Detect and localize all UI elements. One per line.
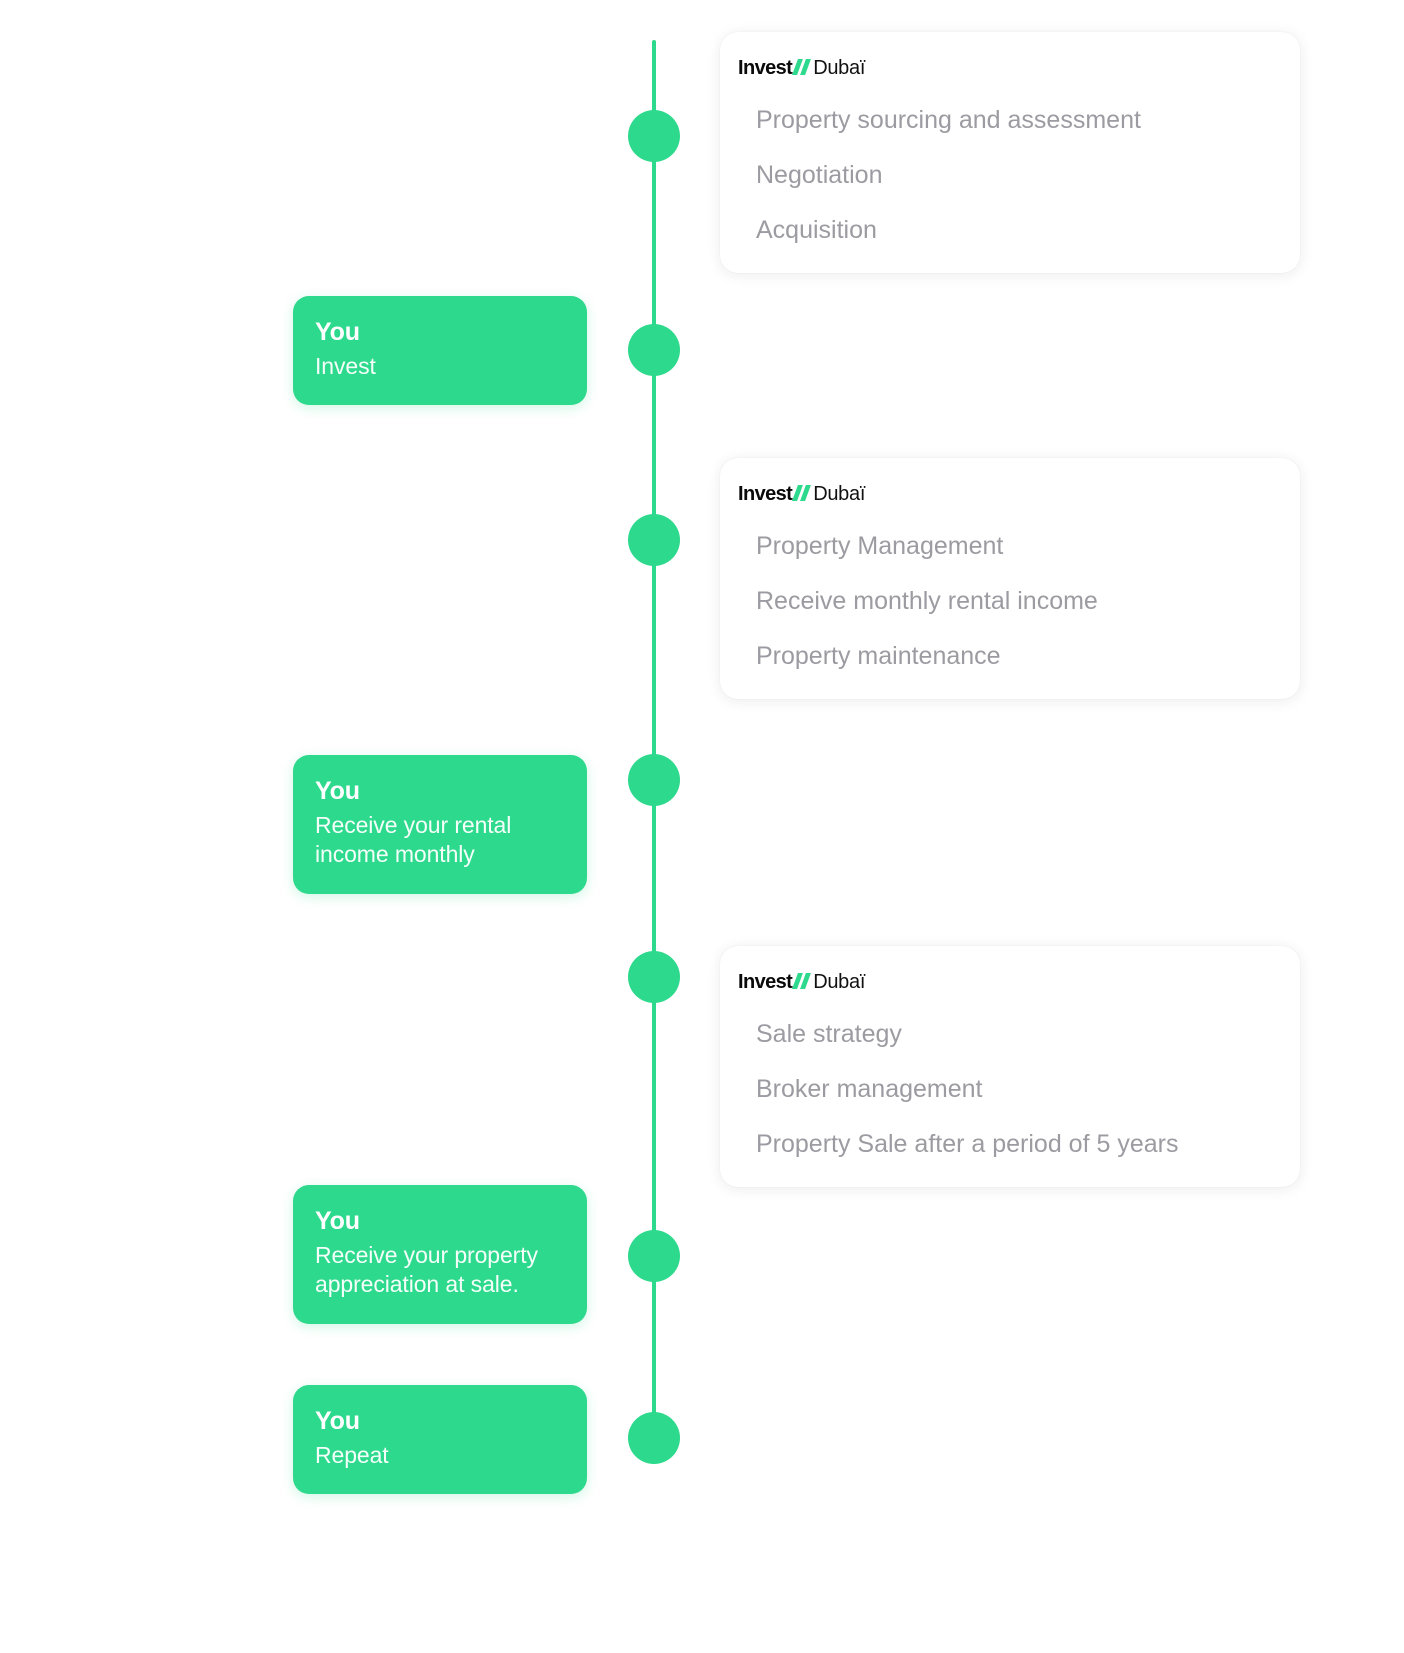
you-step-repeat[interactable]: You Repeat: [293, 1385, 587, 1495]
you-step-title: You: [315, 318, 360, 346]
card-body: Sale strategy Broker management Property…: [720, 1022, 1300, 1157]
brand-logo: Invest Dubaï: [720, 58, 1300, 78]
card-line: Negotiation: [756, 161, 883, 189]
you-step-description: Receive your property appreciation at sa…: [315, 1241, 538, 1298]
timeline-node-3: [628, 514, 680, 566]
brand-logo-bold-text: Invest: [738, 57, 793, 79]
you-step-rental-income[interactable]: You Receive your rental income monthly: [293, 755, 587, 894]
card-line: Sale strategy: [756, 1020, 902, 1048]
brand-logo-light-text: Dubaï: [813, 57, 866, 79]
timeline-node-2: [628, 324, 680, 376]
you-step-appreciation[interactable]: You Receive your property appreciation a…: [293, 1185, 587, 1324]
timeline-spine: [652, 40, 656, 1440]
timeline-node-6: [628, 1230, 680, 1282]
card-line: Broker management: [756, 1075, 983, 1103]
card-line: Acquisition: [756, 216, 877, 244]
card-body: Property Management Receive monthly rent…: [720, 534, 1300, 669]
brand-logo-light-text: Dubaï: [813, 483, 866, 505]
provider-card-acquisition[interactable]: Invest Dubaï Property sourcing and asses…: [720, 32, 1300, 273]
timeline-node-5: [628, 951, 680, 1003]
you-step-description: Invest: [315, 352, 376, 379]
you-step-description: Receive your rental income monthly: [315, 811, 512, 868]
card-line: Property sourcing and assessment: [756, 106, 1141, 134]
you-step-invest[interactable]: You Invest: [293, 296, 587, 406]
provider-card-management[interactable]: Invest Dubaï Property Management Receive…: [720, 458, 1300, 699]
you-step-title: You: [315, 1407, 360, 1435]
brand-logo-slashes-icon: [792, 485, 812, 501]
brand-logo: Invest Dubaï: [720, 972, 1300, 992]
card-line: Property Sale after a period of 5 years: [756, 1130, 1179, 1158]
brand-logo-bold-text: Invest: [738, 971, 793, 993]
brand-logo-light-text: Dubaï: [813, 971, 866, 993]
timeline-node-1: [628, 110, 680, 162]
brand-logo-slashes-icon: [792, 973, 812, 989]
provider-card-sale[interactable]: Invest Dubaï Sale strategy Broker manage…: [720, 946, 1300, 1187]
card-body: Property sourcing and assessment Negotia…: [720, 108, 1300, 243]
brand-logo-bold-text: Invest: [738, 483, 793, 505]
you-step-description: Repeat: [315, 1441, 389, 1468]
card-line: Receive monthly rental income: [756, 587, 1098, 615]
card-line: Property Management: [756, 532, 1004, 560]
brand-logo: Invest Dubaï: [720, 484, 1300, 504]
timeline-node-4: [628, 754, 680, 806]
timeline-node-7: [628, 1412, 680, 1464]
you-step-title: You: [315, 777, 360, 805]
you-step-title: You: [315, 1207, 360, 1235]
brand-logo-slashes-icon: [792, 59, 812, 75]
card-line: Property maintenance: [756, 642, 1001, 670]
